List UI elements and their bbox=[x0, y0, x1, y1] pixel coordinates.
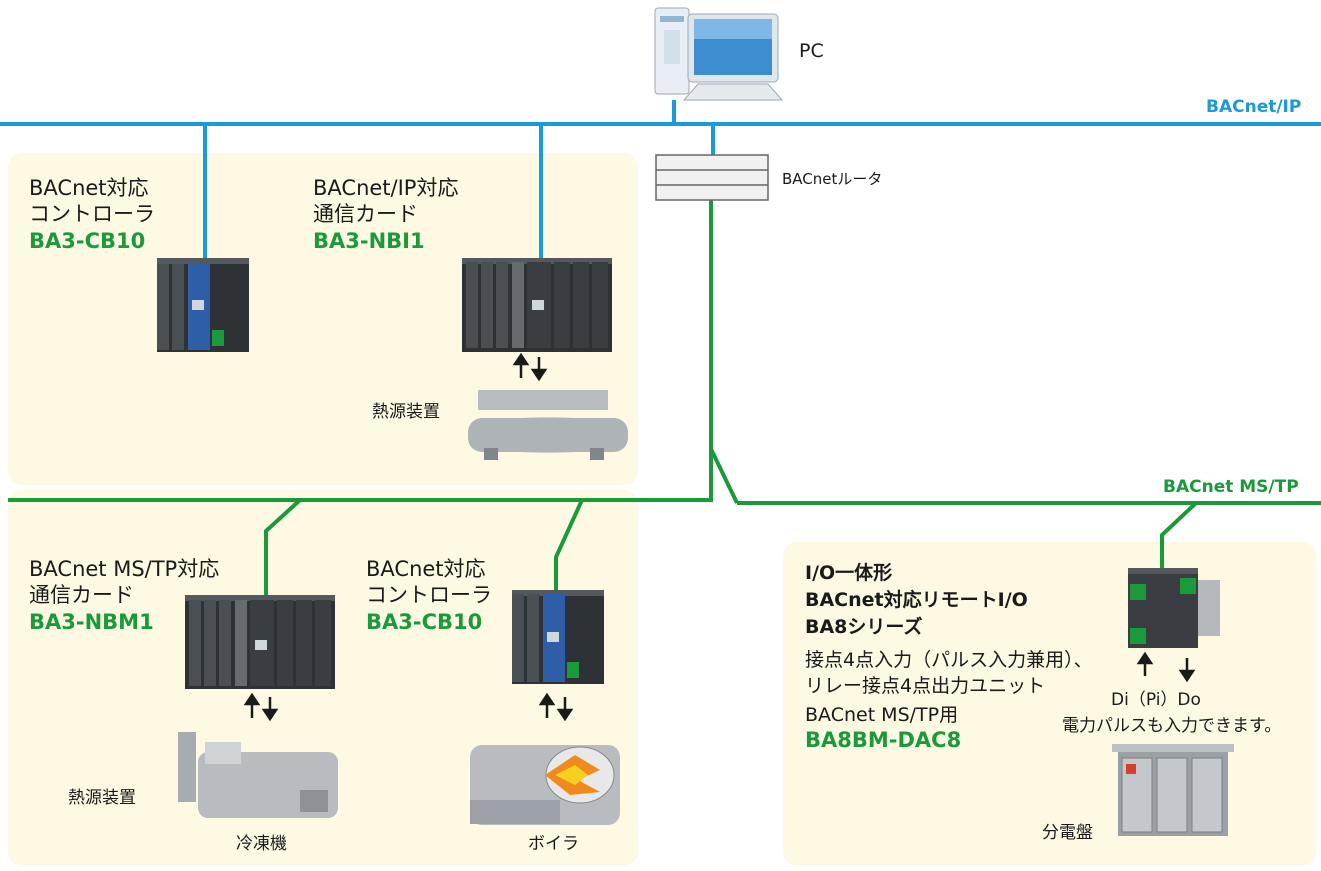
ba8-io-arrows bbox=[1136, 651, 1196, 683]
boiler-equipment-icon bbox=[470, 745, 620, 825]
ba8-remote-io-icon bbox=[1128, 568, 1220, 648]
cb10-ip-line1: BACnet対応 bbox=[29, 176, 149, 200]
nbi1-line2: 通信カード bbox=[313, 202, 418, 226]
cb10-ip-model: BA3-CB10 bbox=[29, 229, 146, 253]
router-label: BACnetルータ bbox=[782, 170, 883, 188]
ba8-line5: リレー接点4点出力ユニット bbox=[805, 675, 1046, 697]
nbm1-line2: 通信カード bbox=[29, 583, 134, 607]
bacnet-ip-lines bbox=[0, 100, 1321, 258]
nbm1-io-arrows bbox=[243, 692, 279, 722]
nbm1-controller-icon bbox=[185, 595, 335, 689]
nbi1-controller-icon bbox=[462, 258, 612, 352]
nbi1-equipment-label: 熱源装置 bbox=[372, 402, 440, 422]
ba8-line6: BACnet MS/TP用 bbox=[805, 704, 959, 726]
nbi1-line1: BACnet/IP対応 bbox=[313, 176, 459, 200]
ba8-line4: 接点4点入力（パルス入力兼用）、 bbox=[805, 649, 1093, 671]
nbm1-equipment-sub-label: 冷凍機 bbox=[236, 834, 287, 854]
bacnet-ip-network-label: BACnet/IP bbox=[1206, 97, 1302, 117]
refrigerator-equipment-icon bbox=[178, 732, 338, 818]
cb10-ip-line2: コントローラ bbox=[29, 202, 155, 226]
cb10-ip-controller-icon bbox=[157, 258, 249, 352]
nbm1-model: BA3-NBM1 bbox=[29, 610, 154, 634]
pc-label: PC bbox=[799, 40, 824, 62]
nbi1-io-arrows bbox=[512, 352, 548, 382]
ba8-io-label: Di（Pi）Do bbox=[1111, 690, 1201, 710]
nbi1-model: BA3-NBI1 bbox=[313, 229, 425, 253]
ba8-line2: BACnet対応リモートI/O bbox=[805, 589, 1028, 611]
nbm1-equipment-label: 熱源装置 bbox=[68, 788, 136, 808]
bacnet-mstp-network-label: BACnet MS/TP bbox=[1163, 477, 1299, 497]
ba8-line3: BA8シリーズ bbox=[805, 616, 923, 638]
ba8-note: 電力パルスも入力できます。 bbox=[1062, 716, 1282, 736]
cb10-mstp-line1: BACnet対応 bbox=[366, 557, 486, 581]
distribution-board-label: 分電盤 bbox=[1042, 823, 1093, 843]
heat-source-equipment-icon bbox=[468, 390, 628, 460]
boiler-label: ボイラ bbox=[528, 834, 579, 854]
cb10-mstp-controller-icon bbox=[512, 590, 604, 684]
cb10-mstp-model: BA3-CB10 bbox=[366, 610, 483, 634]
distribution-board-icon bbox=[1112, 744, 1234, 836]
nbm1-line1: BACnet MS/TP対応 bbox=[29, 557, 220, 581]
cb10-mstp-line2: コントローラ bbox=[366, 583, 492, 607]
router-icon bbox=[655, 154, 769, 201]
cb10-mstp-io-arrows bbox=[538, 692, 574, 722]
ba8-model: BA8BM-DAC8 bbox=[805, 728, 962, 752]
ba8-line1: I/O一体形 bbox=[805, 562, 893, 584]
pc-icon bbox=[654, 7, 784, 101]
bacnet-mstp-lines bbox=[8, 198, 1321, 595]
